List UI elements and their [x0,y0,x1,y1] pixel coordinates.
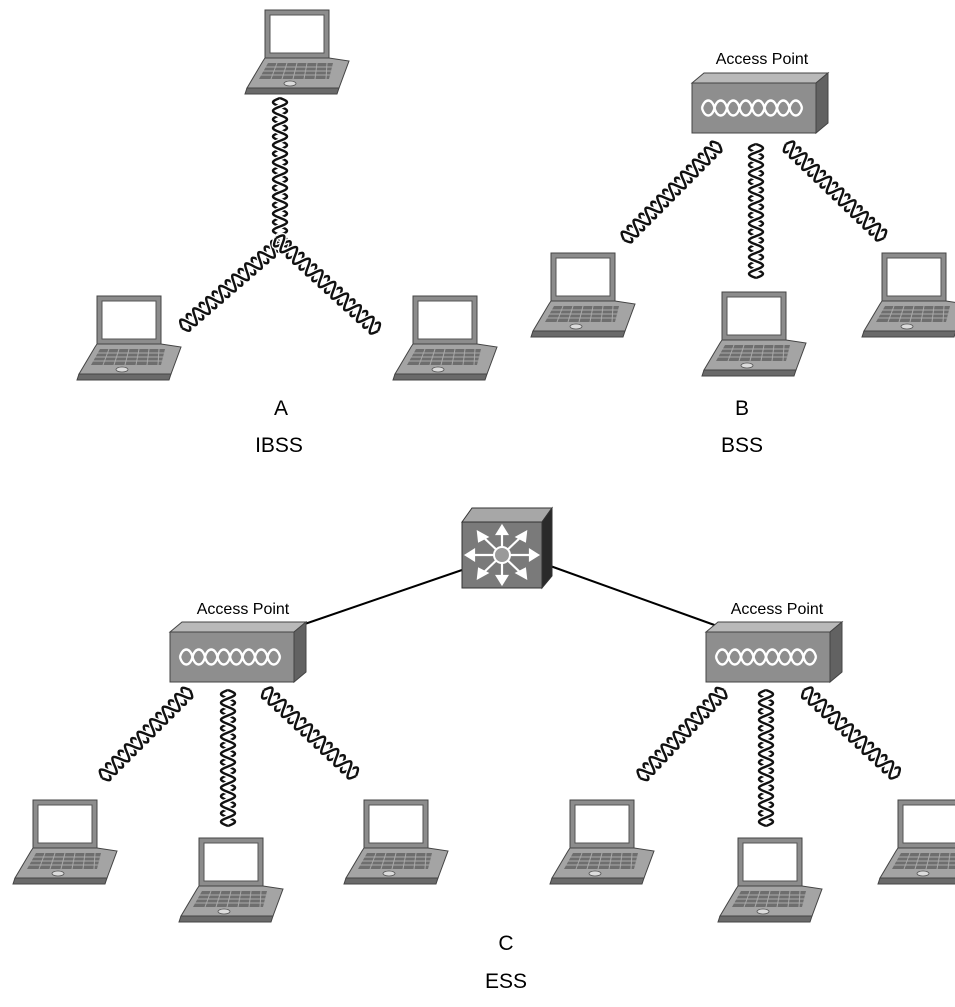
wireless-link-icon [746,141,766,281]
wireless-link-icon [259,685,361,781]
laptop-icon [76,295,182,381]
access-point-icon [690,71,830,135]
access-point-icon [168,620,308,684]
access-point-label: Access Point [716,51,809,68]
wireless-link-icon [635,685,729,783]
wireless-link-icon [619,139,724,245]
laptop-icon [701,291,807,377]
wireless-link-icon [271,232,383,337]
wireless-link-icon [799,685,903,781]
wired-link [541,562,721,628]
wired-link [295,569,463,628]
laptop-icon [178,837,284,923]
panel-a-ibss: A IBSS [76,9,498,457]
wireless-link-icon [97,685,195,783]
wireless-link-icon [756,687,776,829]
access-point-right-label: Access Point [731,601,824,618]
panel-a-letter: A [274,397,288,420]
panel-a-name: IBSS [255,434,303,457]
wireless-link-icon [781,139,889,243]
laptop-icon [392,295,498,381]
laptop-icon [343,799,449,885]
access-point-icon [704,620,844,684]
panel-b-letter: B [735,397,749,420]
multilayer-switch-icon [461,506,553,590]
panel-b-name: BSS [721,434,763,457]
access-point-left-label: Access Point [197,601,290,618]
laptop-icon [549,799,655,885]
panel-c-name: ESS [485,970,527,993]
laptop-icon [12,799,118,885]
wireless-link-icon [218,687,238,829]
panel-c-ess: Access Point Access Point C ESS [12,506,955,993]
laptop-icon [530,252,636,338]
wireless-link-icon [270,95,290,238]
laptop-icon [877,799,955,885]
laptop-icon [861,252,955,338]
panel-b-bss: Access Point B BSS [530,51,955,457]
panel-c-letter: C [498,932,513,955]
wireless-link-icon [177,232,291,334]
laptop-icon [717,837,823,923]
laptop-icon [244,9,350,95]
